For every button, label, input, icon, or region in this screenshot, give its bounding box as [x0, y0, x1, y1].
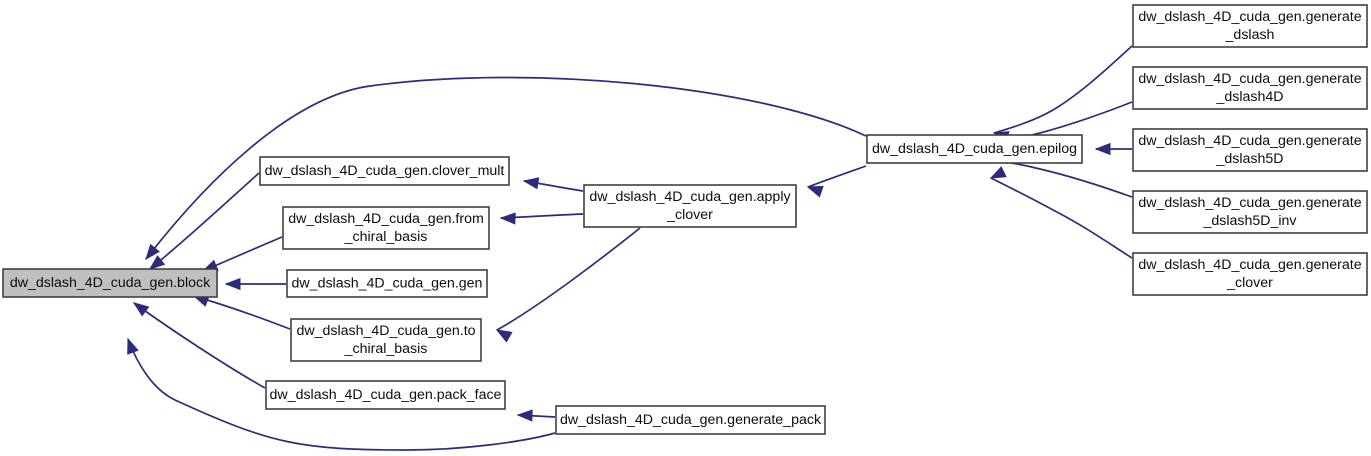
node-label2-generate_dslash: _dslash	[1225, 27, 1275, 43]
arrowhead-epilog-to-apply_clover	[806, 185, 824, 198]
node-generate_clover[interactable]: dw_dslash_4D_cuda_gen.generate _clover	[1132, 252, 1368, 296]
node-box-clover_mult[interactable]	[259, 156, 510, 186]
arrowhead-epilog-to-block	[145, 243, 160, 261]
node-box-from_chiral_basis[interactable]	[282, 206, 490, 250]
node-label-to_chiral_basis: dw_dslash_4D_cuda_gen.to	[296, 323, 475, 339]
node-label2-generate_dslash5D_inv: _dslash5D_inv	[1202, 213, 1297, 229]
node-epilog[interactable]: dw_dslash_4D_cuda_gen.epilog	[866, 134, 1083, 164]
node-apply_clover[interactable]: dw_dslash_4D_cuda_gen.apply _clover	[583, 184, 797, 228]
node-box-epilog[interactable]	[866, 134, 1083, 164]
arrowhead-apply_clover-to-to_chiral_basis	[495, 329, 513, 343]
node-label-generate_dslash5D: dw_dslash_4D_cuda_gen.generate	[1138, 133, 1361, 149]
node-label-generate_clover: dw_dslash_4D_cuda_gen.generate	[1138, 257, 1361, 273]
arrowhead-generate_pack-to-pack_face	[516, 409, 533, 422]
node-label2-generate_dslash4D: _dslash4D	[1215, 89, 1283, 105]
node-box-pack_face[interactable]	[265, 380, 506, 410]
nodes-layer: dw_dslash_4D_cuda_gen.block dw_dslash_4D_…	[2, 4, 1368, 435]
node-label-epilog: dw_dslash_4D_cuda_gen.epilog	[872, 141, 1077, 157]
node-label2-generate_clover: _clover	[1226, 275, 1273, 291]
node-box-generate_pack[interactable]	[555, 405, 826, 435]
node-generate_pack[interactable]: dw_dslash_4D_cuda_gen.generate_pack	[555, 405, 826, 435]
node-box-to_chiral_basis[interactable]	[290, 318, 482, 362]
arrowhead-generate_clover-to-epilog	[989, 166, 1007, 179]
node-box-generate_dslash4D[interactable]	[1132, 66, 1368, 110]
node-clover_mult[interactable]: dw_dslash_4D_cuda_gen.clover_mult	[259, 156, 510, 186]
node-label-from_chiral_basis: dw_dslash_4D_cuda_gen.from	[288, 211, 484, 227]
arrowhead-apply_clover-to-from_chiral_basis	[499, 212, 516, 225]
node-generate_dslash5D_inv[interactable]: dw_dslash_4D_cuda_gen.generate _dslash5D_…	[1132, 190, 1368, 234]
node-generate_dslash5D[interactable]: dw_dslash_4D_cuda_gen.generate _dslash5D	[1132, 128, 1368, 172]
node-label-clover_mult: dw_dslash_4D_cuda_gen.clover_mult	[265, 163, 505, 179]
node-to_chiral_basis[interactable]: dw_dslash_4D_cuda_gen.to _chiral_basis	[290, 318, 482, 362]
node-label-generate_dslash: dw_dslash_4D_cuda_gen.generate	[1138, 9, 1361, 25]
node-box-block[interactable]	[2, 268, 218, 298]
arrowhead-generate_dslash5D-to-epilog	[1094, 142, 1111, 156]
arrowhead-gen-to-block	[224, 277, 241, 291]
arrowhead-apply_clover-to-clover_mult	[522, 177, 540, 190]
node-label2-apply_clover: _clover	[666, 207, 713, 223]
node-label2-from_chiral_basis: _chiral_basis	[344, 229, 428, 245]
node-box-generate_dslash5D_inv[interactable]	[1132, 190, 1368, 234]
node-box-apply_clover[interactable]	[583, 184, 797, 228]
edge-epilog-to-block	[145, 76, 867, 260]
node-label-generate_dslash4D: dw_dslash_4D_cuda_gen.generate	[1138, 71, 1361, 87]
node-label-pack_face: dw_dslash_4D_cuda_gen.pack_face	[270, 387, 502, 403]
edge-pack_face-to-block	[133, 302, 266, 389]
node-label-generate_dslash5D_inv: dw_dslash_4D_cuda_gen.generate	[1138, 195, 1361, 211]
edge-clover_mult-to-block	[149, 172, 260, 270]
node-label-gen: dw_dslash_4D_cuda_gen.gen	[292, 275, 483, 291]
node-label-block: dw_dslash_4D_cuda_gen.block	[10, 275, 211, 291]
node-box-gen[interactable]	[286, 269, 488, 298]
node-box-generate_clover[interactable]	[1132, 252, 1368, 296]
edge-generate_dslash-to-epilog	[993, 45, 1133, 134]
node-from_chiral_basis[interactable]: dw_dslash_4D_cuda_gen.from _chiral_basis	[282, 206, 490, 250]
edge-apply_clover-to-to_chiral_basis	[496, 227, 641, 331]
node-pack_face[interactable]: dw_dslash_4D_cuda_gen.pack_face	[265, 380, 506, 410]
node-box-generate_dslash5D[interactable]	[1132, 128, 1368, 172]
node-label-generate_pack: dw_dslash_4D_cuda_gen.generate_pack	[560, 412, 822, 428]
node-gen[interactable]: dw_dslash_4D_cuda_gen.gen	[286, 269, 488, 298]
edge-generate_dslash5D_inv-to-epilog	[992, 159, 1133, 198]
node-block[interactable]: dw_dslash_4D_cuda_gen.block	[2, 268, 218, 298]
arrowhead-pack_face-to-block	[132, 302, 150, 317]
node-box-generate_dslash[interactable]	[1132, 4, 1368, 48]
edge-epilog-to-apply_clover	[807, 165, 867, 188]
edge-generate_clover-to-epilog	[990, 177, 1133, 259]
node-label-apply_clover: dw_dslash_4D_cuda_gen.apply	[589, 189, 791, 205]
node-label2-to_chiral_basis: _chiral_basis	[344, 341, 428, 357]
node-label2-generate_dslash5D: _dslash5D	[1215, 151, 1283, 167]
edge-generate_pack-to-block	[127, 338, 556, 451]
arrowhead-clover_mult-to-block	[148, 255, 166, 270]
edge-to_chiral_basis-to-block	[193, 295, 291, 330]
node-generate_dslash4D[interactable]: dw_dslash_4D_cuda_gen.generate _dslash4D	[1132, 66, 1368, 110]
arrowhead-generate_pack-to-block	[127, 337, 139, 355]
node-generate_dslash[interactable]: dw_dslash_4D_cuda_gen.generate _dslash	[1132, 4, 1368, 48]
